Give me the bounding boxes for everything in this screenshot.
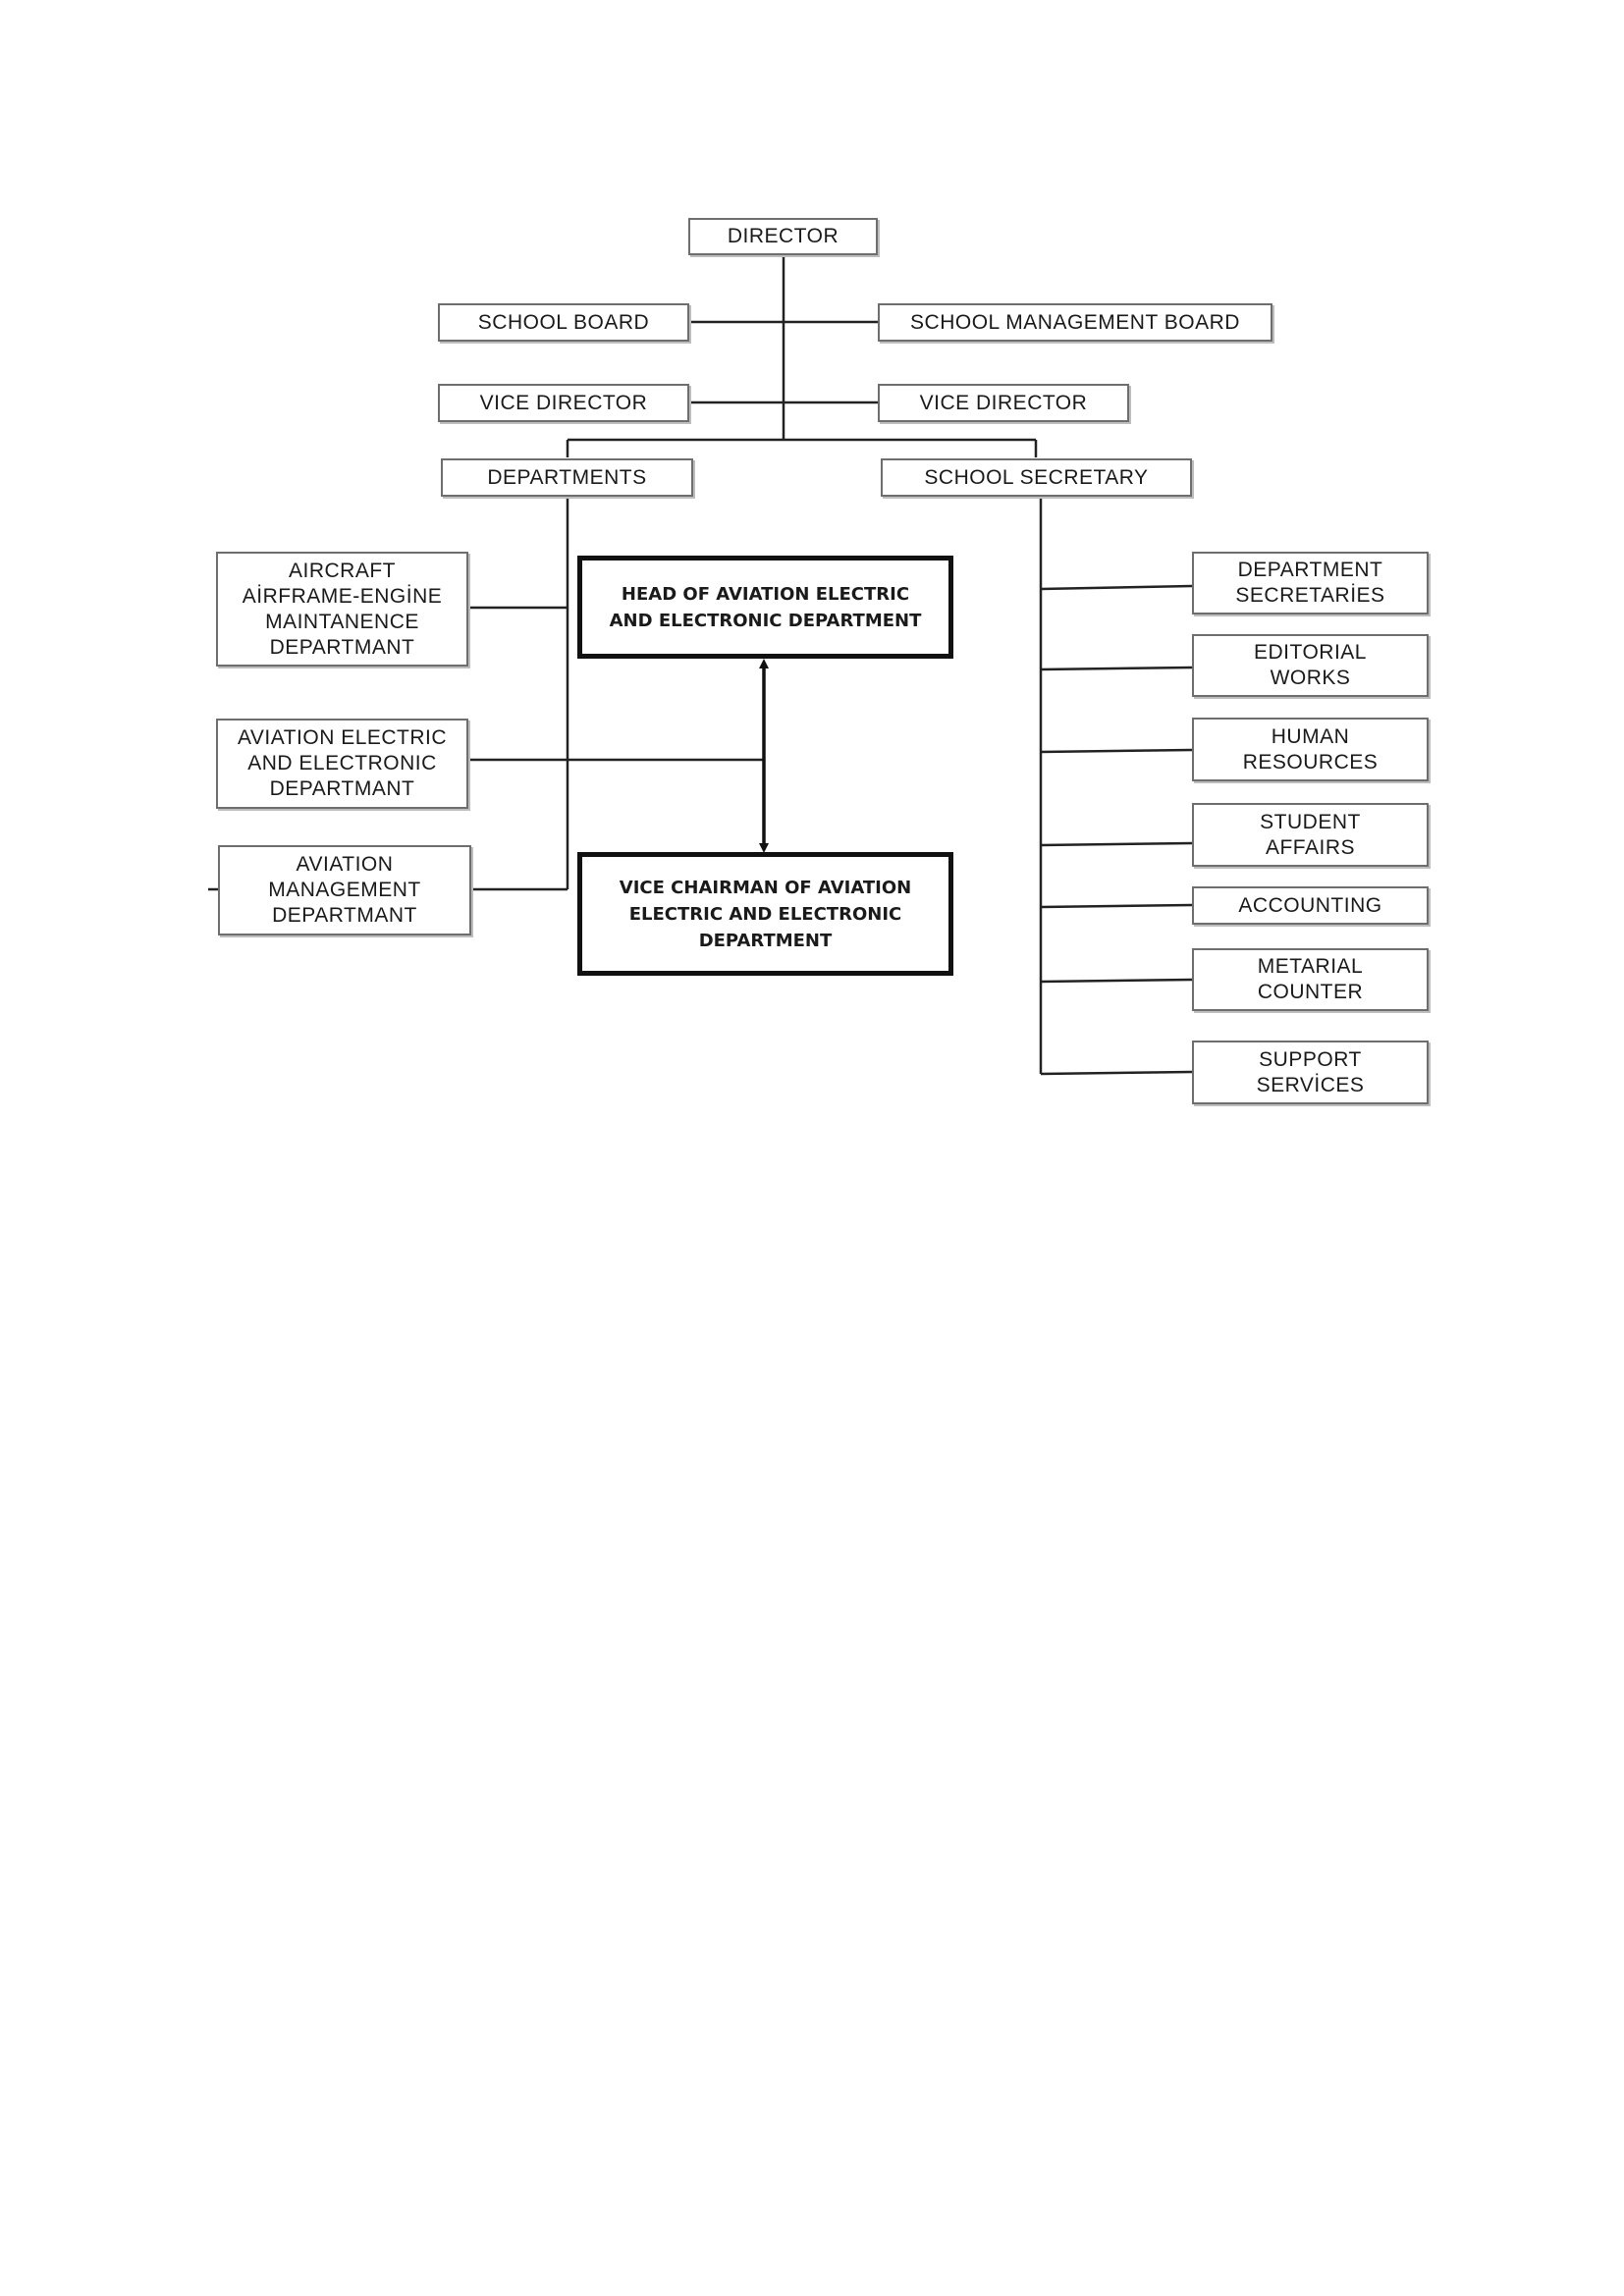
- secretary-unit-item: METARIAL COUNTER: [1192, 948, 1429, 1011]
- department-item: AIRCRAFT AİRFRAME-ENGİNE MAINTANENCE DEP…: [216, 552, 468, 667]
- sec-branch-3: [1040, 748, 1193, 754]
- vice-director-right-box: VICE DIRECTOR: [878, 384, 1129, 422]
- sec-branch-6: [1040, 978, 1193, 984]
- sec-branch-4: [1040, 841, 1193, 847]
- sec-branch-7: [1040, 1070, 1193, 1076]
- secretary-unit-item: DEPARTMENT SECRETARİES: [1192, 552, 1429, 614]
- vice-director-left-box: VICE DIRECTOR: [438, 384, 689, 422]
- school-board-box: SCHOOL BOARD: [438, 303, 689, 342]
- sec-branch-5: [1040, 903, 1193, 909]
- secretary-unit-item: EDITORIAL WORKS: [1192, 634, 1429, 697]
- department-item: AVIATION ELECTRIC AND ELECTRONIC DEPARTM…: [216, 719, 468, 809]
- sec-branch-2: [1040, 666, 1193, 671]
- vice-chairman-box: VICE CHAIRMAN OF AVIATION ELECTRIC AND E…: [577, 852, 953, 976]
- school-management-board-box: SCHOOL MANAGEMENT BOARD: [878, 303, 1272, 342]
- school-secretary-box: SCHOOL SECRETARY: [881, 458, 1192, 497]
- sec-branch-1: [1040, 584, 1193, 591]
- head-of-department-box: HEAD OF AVIATION ELECTRIC AND ELECTRONIC…: [577, 556, 953, 659]
- secretary-unit-item: STUDENT AFFAIRS: [1192, 803, 1429, 867]
- departments-box: DEPARTMENTS: [441, 458, 693, 497]
- department-item: AVIATION MANAGEMENT DEPARTMANT: [218, 845, 471, 935]
- director-box: DIRECTOR: [688, 218, 878, 255]
- secretary-unit-item: SUPPORT SERVİCES: [1192, 1041, 1429, 1104]
- secretary-unit-item: ACCOUNTING: [1192, 886, 1429, 925]
- secretary-unit-item: HUMAN RESOURCES: [1192, 718, 1429, 781]
